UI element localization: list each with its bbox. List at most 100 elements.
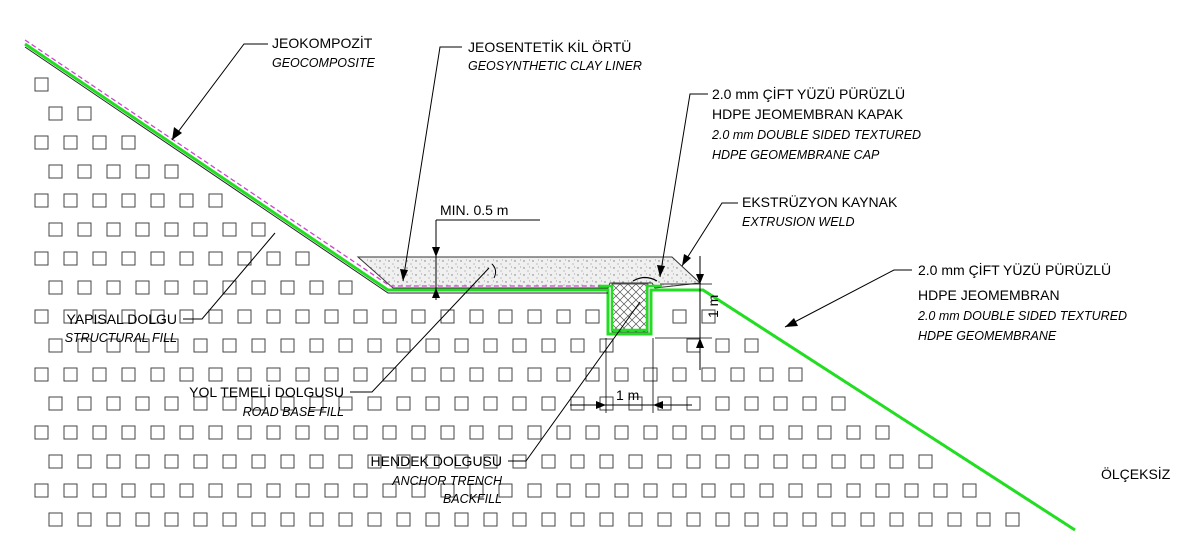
gcl-label-tr: JEOSENTETİK KİL ÖRTÜ xyxy=(468,38,631,55)
soil-square xyxy=(266,367,281,382)
soil-square xyxy=(338,512,353,527)
soil-square xyxy=(48,454,63,469)
soil-square xyxy=(34,77,49,92)
soil-square xyxy=(759,367,774,382)
soil-square xyxy=(425,512,440,527)
soil-square xyxy=(498,425,513,440)
soil-square xyxy=(701,309,716,324)
soil-square xyxy=(425,454,440,469)
cap-label-en1: 2.0 mm DOUBLE SIDED TEXTURED xyxy=(711,128,921,142)
arrow-cap xyxy=(657,265,665,277)
cap-label-tr1: 2.0 mm ÇİFT YÜZÜ PÜRÜZLÜ xyxy=(712,85,905,102)
soil-square xyxy=(614,367,629,382)
soil-square xyxy=(48,280,63,295)
cap-label-tr2: HDPE JEOMEMBRAN KAPAK xyxy=(712,106,904,122)
soil-square xyxy=(208,251,223,266)
soil-square xyxy=(498,483,513,498)
soil-square xyxy=(222,338,237,353)
structural-fill-hatch xyxy=(34,77,1020,527)
soil-square xyxy=(396,338,411,353)
soil-square xyxy=(48,164,63,179)
soil-square xyxy=(34,483,49,498)
soil-square xyxy=(483,338,498,353)
soil-square xyxy=(338,454,353,469)
soil-square xyxy=(715,512,730,527)
hdpe-geomembrane-cap xyxy=(598,284,662,332)
soil-square xyxy=(628,396,643,411)
soil-square xyxy=(77,512,92,527)
soil-square xyxy=(63,309,78,324)
soil-square xyxy=(744,454,759,469)
soil-square xyxy=(440,309,455,324)
soil-square xyxy=(367,454,382,469)
soil-square xyxy=(498,367,513,382)
soil-square xyxy=(367,512,382,527)
soil-square xyxy=(77,222,92,237)
soil-square xyxy=(280,396,295,411)
soil-square xyxy=(63,367,78,382)
soil-square xyxy=(150,251,165,266)
soil-square xyxy=(237,309,252,324)
soil-square xyxy=(947,512,962,527)
soil-square xyxy=(846,483,861,498)
soil-square xyxy=(208,425,223,440)
soil-square xyxy=(556,309,571,324)
soil-square xyxy=(512,396,527,411)
soil-square xyxy=(556,425,571,440)
soil-square xyxy=(918,512,933,527)
hdpe-geomembrane xyxy=(24,42,1076,532)
soil-square xyxy=(106,512,121,527)
soil-square xyxy=(77,396,92,411)
soil-square xyxy=(817,425,832,440)
soil-square xyxy=(309,454,324,469)
soil-square xyxy=(237,425,252,440)
soil-square xyxy=(643,367,658,382)
soil-square xyxy=(179,483,194,498)
soil-square xyxy=(541,338,556,353)
soil-square xyxy=(440,425,455,440)
soil-square xyxy=(150,193,165,208)
soil-square xyxy=(396,512,411,527)
soil-square xyxy=(367,338,382,353)
soil-square xyxy=(469,367,484,382)
soil-square xyxy=(425,396,440,411)
soil-square xyxy=(135,222,150,237)
soil-square xyxy=(367,396,382,411)
soil-square xyxy=(34,193,49,208)
road-base-fill-layer xyxy=(356,256,702,289)
soil-square xyxy=(121,193,136,208)
weld-label-en: EXTRUSION WELD xyxy=(742,215,855,229)
soil-square xyxy=(237,251,252,266)
soil-square xyxy=(672,483,687,498)
soil-square xyxy=(672,367,687,382)
soil-square xyxy=(353,483,368,498)
weld-label-tr: EKSTRÜZYON KAYNAK xyxy=(742,193,898,210)
leader-cap xyxy=(659,93,708,278)
soil-square xyxy=(643,425,658,440)
soil-square xyxy=(222,396,237,411)
soil-square xyxy=(599,338,614,353)
soil-square xyxy=(121,367,136,382)
soil-square xyxy=(788,367,803,382)
soil-square xyxy=(135,280,150,295)
soil-square xyxy=(92,367,107,382)
soil-square xyxy=(875,483,890,498)
soil-square xyxy=(382,425,397,440)
trench-fill-label-tr: HENDEK DOLGUSU xyxy=(371,453,502,469)
soil-square xyxy=(193,338,208,353)
soil-square xyxy=(672,425,687,440)
arrow-weld xyxy=(682,254,691,266)
soil-square xyxy=(643,483,658,498)
soil-square xyxy=(280,280,295,295)
soil-square xyxy=(396,454,411,469)
soil-square xyxy=(135,338,150,353)
scale-note: ÖLÇEKSİZ xyxy=(1101,465,1171,482)
geocomposite-label-en: GEOCOMPOSITE xyxy=(272,56,375,70)
soil-square xyxy=(251,338,266,353)
soil-square xyxy=(788,425,803,440)
road-base-label-en: ROAD BASE FILL xyxy=(243,405,344,419)
soil-square xyxy=(440,483,455,498)
soil-square xyxy=(788,483,803,498)
soil-square xyxy=(121,309,136,324)
soil-square xyxy=(208,309,223,324)
